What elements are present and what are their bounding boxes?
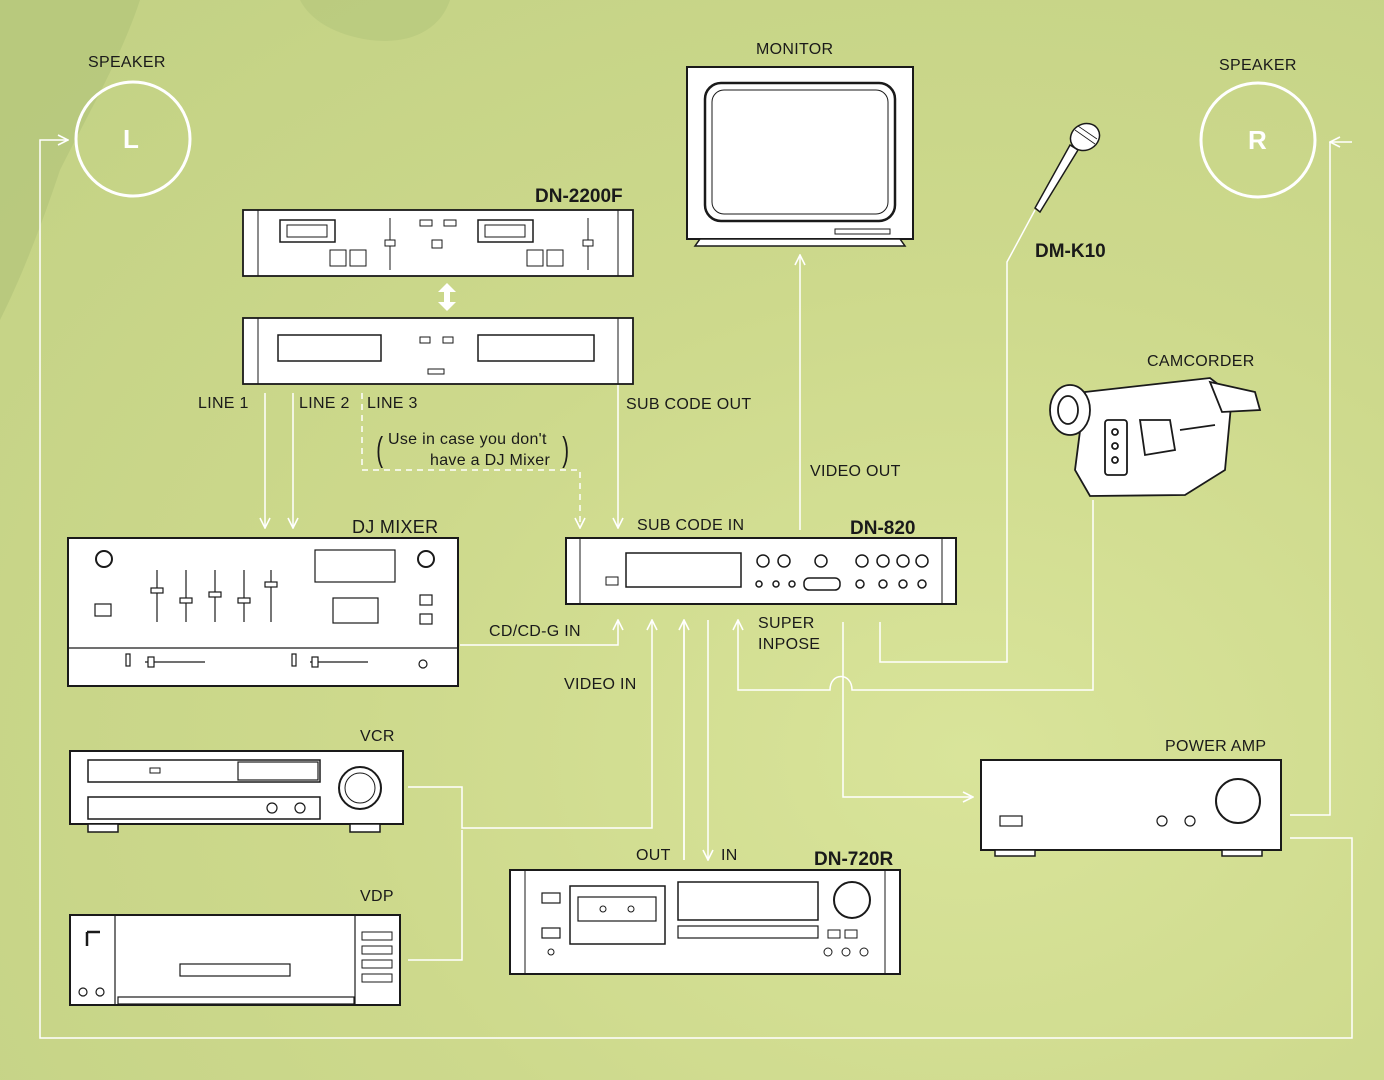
- wire-left-speaker: [39, 140, 1353, 1039]
- speaker-left-icon: [74, 80, 192, 198]
- video-out-label: VIDEO OUT: [810, 463, 901, 480]
- camcorder-icon: [1049, 377, 1262, 497]
- wire-power-amp: [842, 622, 973, 797]
- note-line-1: Use in case you don't: [388, 431, 547, 448]
- monitor-label: MONITOR: [756, 41, 834, 58]
- line3-label: LINE 3: [367, 395, 418, 412]
- line1-label: LINE 1: [198, 395, 249, 412]
- wire-cdg-in: [460, 620, 618, 646]
- speaker-left-letter: L: [123, 124, 140, 154]
- microphone-icon: [1034, 122, 1101, 214]
- dn820-icon: [565, 537, 957, 605]
- vcr-label: VCR: [360, 728, 395, 745]
- wire-line3: [361, 393, 580, 528]
- sub-code-in-label: SUB CODE IN: [637, 517, 745, 534]
- superimpose-label-line1: SUPER: [758, 615, 815, 632]
- sub-code-out-label: SUB CODE OUT: [626, 396, 752, 413]
- link-double-arrow-icon: [438, 283, 456, 311]
- line2-label: LINE 2: [299, 395, 350, 412]
- speaker-right-icon: [1199, 81, 1317, 199]
- dj-mixer-label: DJ MIXER: [352, 517, 439, 537]
- cd-cdg-in-label: CD/CD-G IN: [489, 623, 581, 640]
- vcr-icon: [69, 750, 404, 833]
- wire-mic: [879, 209, 1036, 663]
- dn2200f-controller-icon: [242, 209, 634, 277]
- in-label: IN: [721, 847, 738, 864]
- background-blob: [0, 0, 140, 320]
- speaker-right-letter: R: [1248, 125, 1268, 155]
- background-blob-top: [300, 0, 450, 41]
- speaker-left-label: SPEAKER: [88, 54, 166, 71]
- dj-mixer-icon: [67, 537, 459, 687]
- superimpose-label-line2: INPOSE: [758, 636, 821, 653]
- dmk10-label: DM-K10: [1035, 241, 1106, 262]
- wire-vdp: [408, 830, 463, 961]
- dj-mixer-note: ( Use in case you don't have a DJ Mixer …: [376, 431, 570, 469]
- dn2200f-deck-icon: [242, 317, 634, 385]
- video-in-label: VIDEO IN: [564, 676, 637, 693]
- wires: [39, 140, 1353, 1039]
- dn2200f-label: DN-2200F: [535, 186, 623, 207]
- power-amp-label: POWER AMP: [1165, 738, 1267, 755]
- camcorder-label: CAMCORDER: [1147, 353, 1255, 370]
- vdp-label: VDP: [360, 888, 394, 905]
- power-amp-icon: [980, 759, 1282, 857]
- speaker-right-label: SPEAKER: [1219, 57, 1297, 74]
- dn820-label: DN-820: [850, 518, 916, 539]
- dn720r-label: DN-720R: [814, 849, 894, 870]
- wire-right-speaker: [1290, 142, 1331, 816]
- wire-superimpose: [738, 500, 1094, 691]
- out-label: OUT: [636, 847, 671, 864]
- dn720r-icon: [509, 869, 901, 975]
- note-line-2: have a DJ Mixer: [430, 452, 551, 469]
- wire-vcr: [408, 620, 652, 829]
- monitor-icon: [686, 66, 914, 247]
- vdp-icon: [69, 914, 401, 1006]
